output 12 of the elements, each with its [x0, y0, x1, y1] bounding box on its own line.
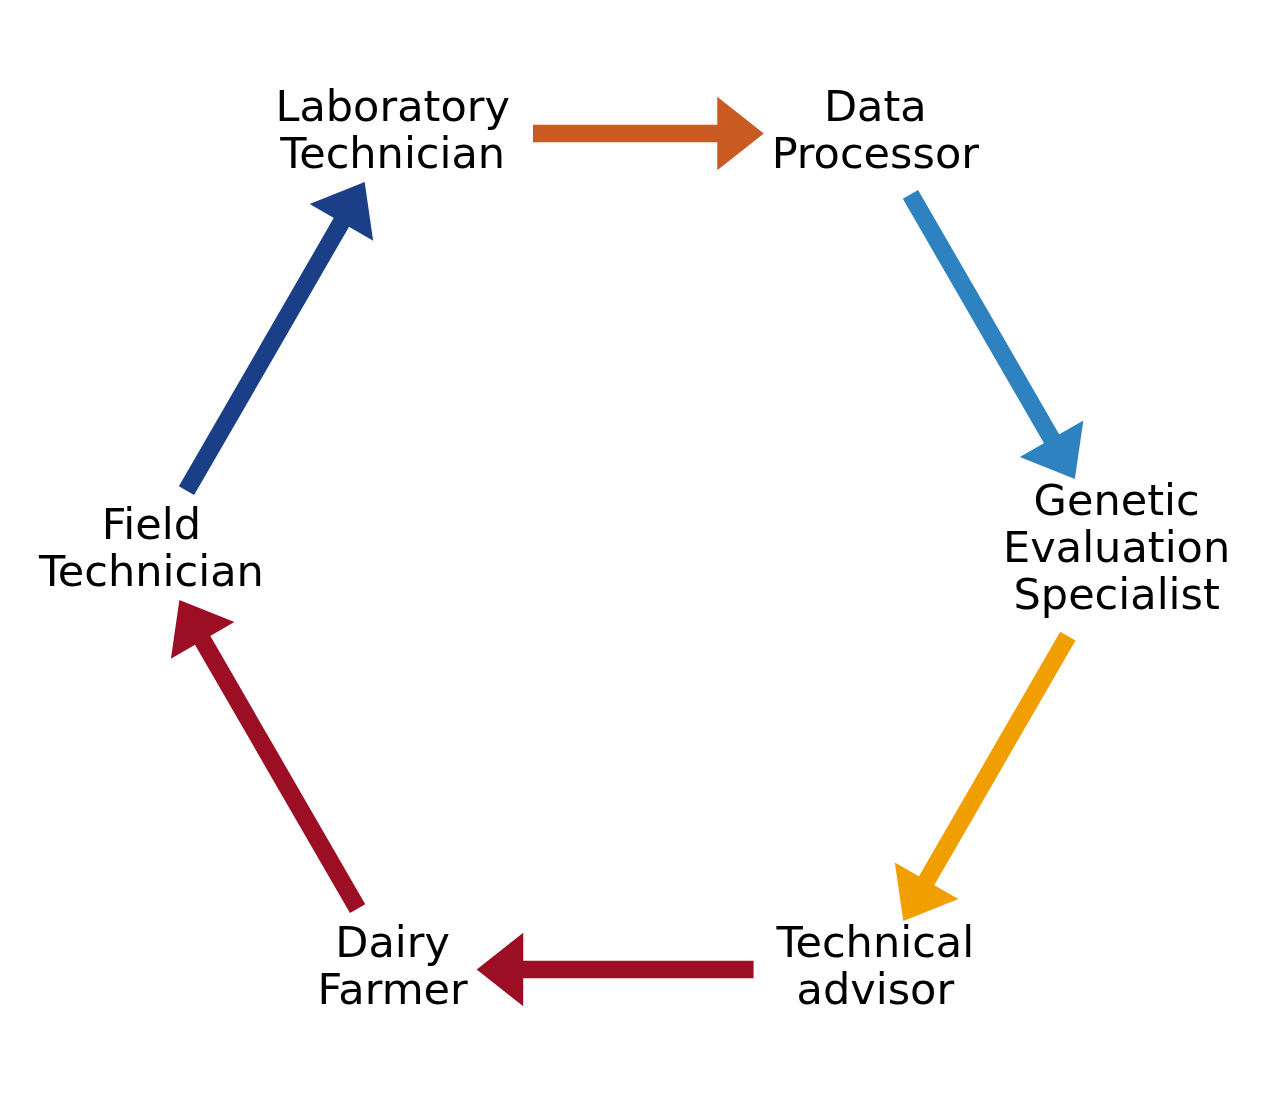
arrow: [476, 932, 754, 1007]
arrow: [178, 182, 374, 496]
node-text: Data Processor: [771, 80, 980, 178]
node-text: Technical advisor: [776, 916, 975, 1014]
node-text: Genetic Evaluation Specialist: [1003, 475, 1231, 620]
arrow: [902, 189, 1084, 480]
arrow: [532, 96, 764, 171]
arrow: [170, 600, 366, 914]
arrow: [894, 631, 1076, 922]
node-text: Laboratory Technician: [275, 80, 510, 178]
node-text: Dairy Farmer: [317, 916, 468, 1014]
node-text: Field Technician: [38, 498, 264, 596]
